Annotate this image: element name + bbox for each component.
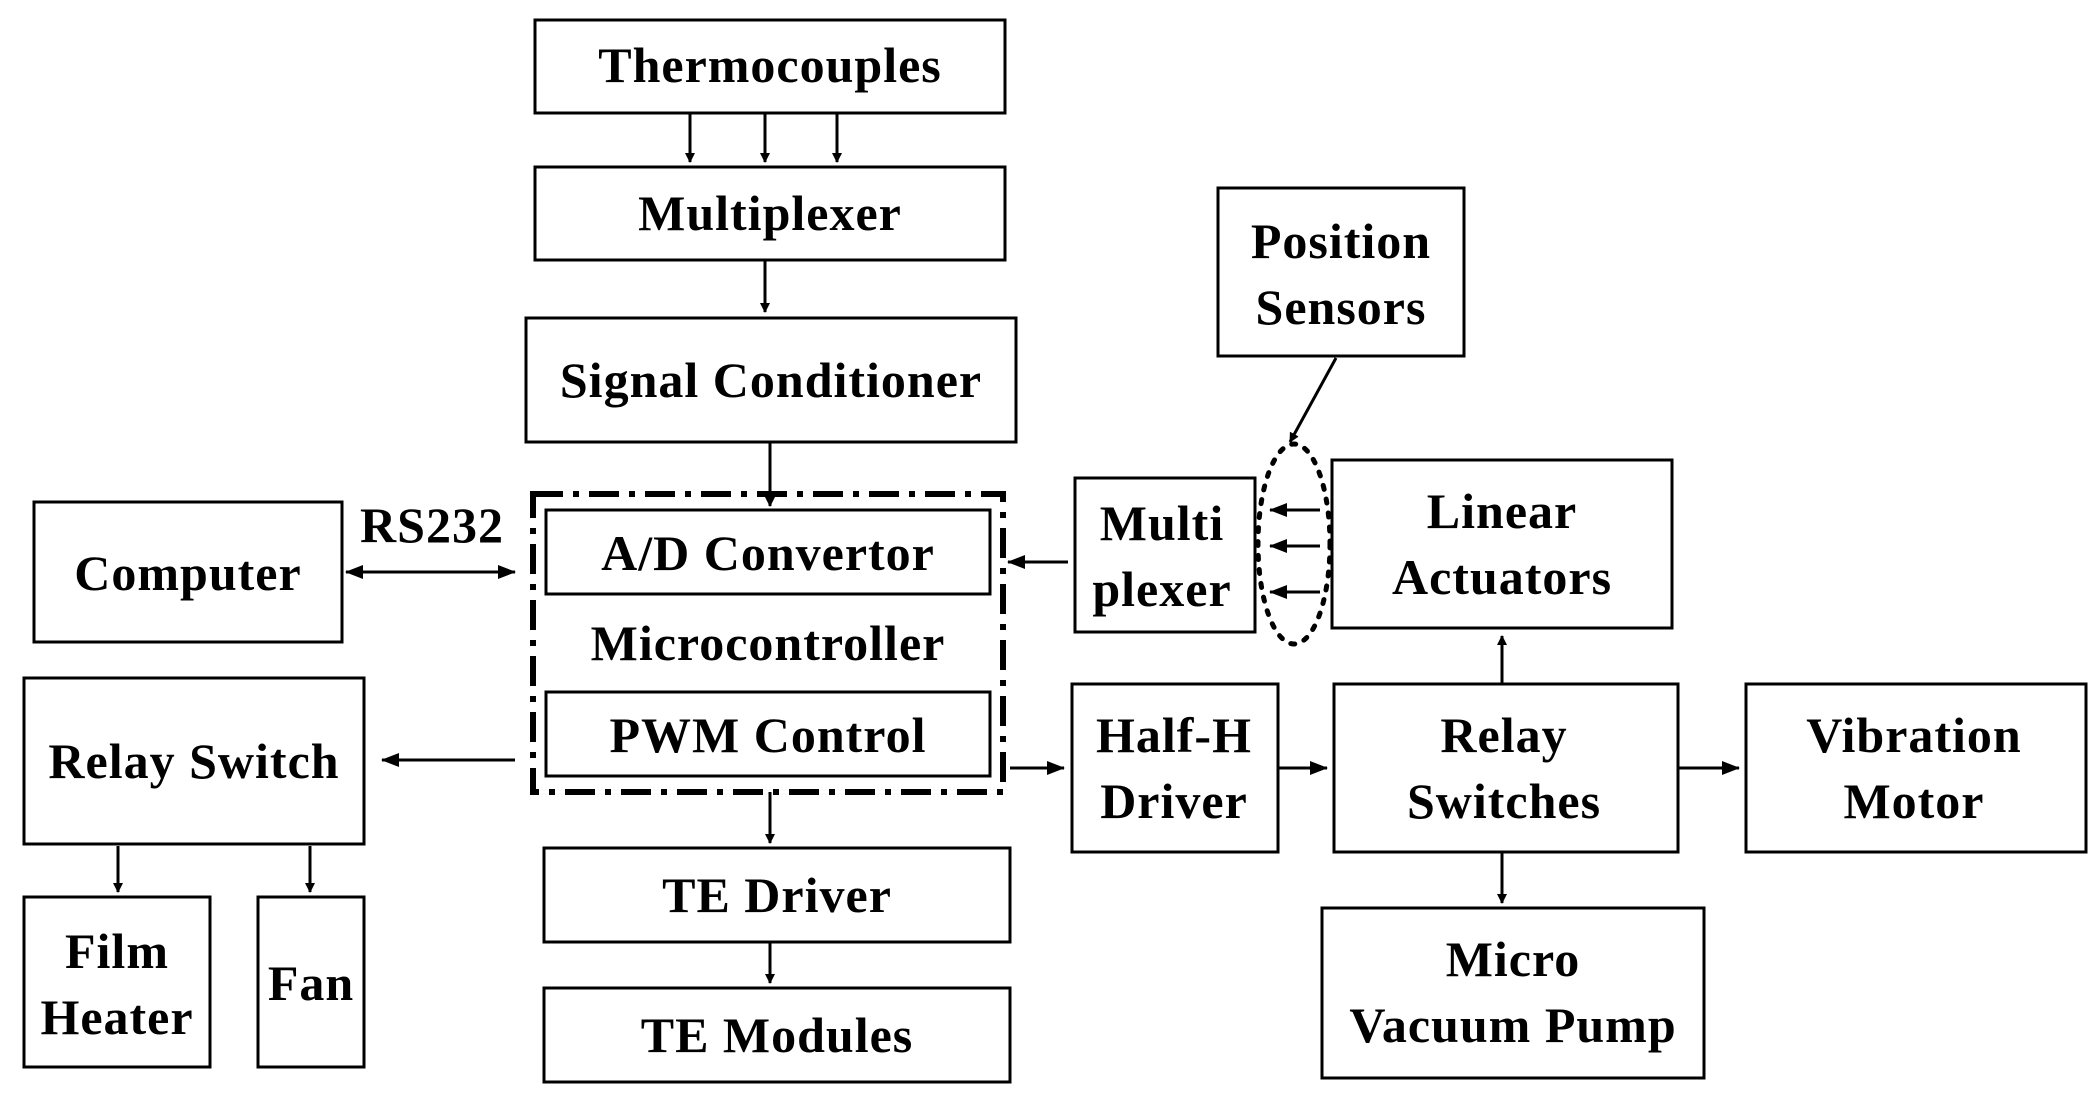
relay-switches-label-line2: Switches [1407,773,1601,829]
position-sensors-box [1216,186,1466,358]
computer-label: Computer [74,545,301,601]
thermocouples-box [533,18,1007,115]
half-h-driver-label-line1: Half-H [1096,707,1252,763]
relay-switch-box [22,676,366,846]
linear-actuators-label-line2: Actuators [1392,549,1612,605]
film-heater-label-line1: Film [65,923,169,979]
arrow-position-sensors [1288,357,1338,443]
te-driver-box [542,846,1012,944]
microcontroller-label: Microcontroller [591,615,946,671]
pwm-control-label: PWM Control [610,707,927,763]
fan-box [256,895,366,1069]
multiplexer-top-box [533,165,1007,262]
vibration-motor-label-line2: Motor [1843,773,1984,829]
te-modules-box [542,986,1012,1084]
micro-vacuum-pump-label-line2: Vacuum Pump [1349,997,1676,1053]
film-heater-label-line2: Heater [40,989,193,1045]
film-heater-box [22,895,212,1069]
relay-switches-box [1332,682,1680,854]
ad-convertor-box [544,508,992,596]
position-sensors-label-line1: Position [1251,213,1431,269]
relay-switch-label: Relay Switch [48,733,339,789]
te-driver-label: TE Driver [662,867,892,923]
fan-label: Fan [268,955,354,1011]
computer-box [32,500,344,644]
signal-conditioner-label: Signal Conditioner [560,352,982,408]
signal-conditioner-box [524,316,1018,444]
linear-actuators-box [1330,458,1674,630]
rs232-label: RS232 [360,497,504,553]
vibration-motor-box [1744,682,2088,854]
pwm-control-box [544,690,992,778]
sensor-group-ellipse [1255,441,1333,647]
position-sensors-label-line2: Sensors [1256,279,1427,335]
multiplexer-right-label-line1: Multi [1100,495,1224,551]
multiplexer-top-label: Multiplexer [638,185,902,241]
te-modules-label: TE Modules [641,1007,914,1063]
thermocouples-label: Thermocouples [598,37,942,93]
relay-switches-label-line1: Relay [1440,707,1567,763]
half-h-driver-box [1070,682,1280,854]
vibration-motor-label-line1: Vibration [1806,707,2022,763]
multiplexer-right-box [1073,476,1257,634]
micro-vacuum-pump-box [1320,906,1706,1080]
linear-actuators-label-line1: Linear [1427,483,1577,539]
multiplexer-right-label-line2: plexer [1092,561,1231,617]
half-h-driver-label-line2: Driver [1100,773,1248,829]
ad-convertor-label: A/D Convertor [601,525,935,581]
micro-vacuum-pump-label-line1: Micro [1446,931,1581,987]
microcontroller-frame [530,491,1006,795]
